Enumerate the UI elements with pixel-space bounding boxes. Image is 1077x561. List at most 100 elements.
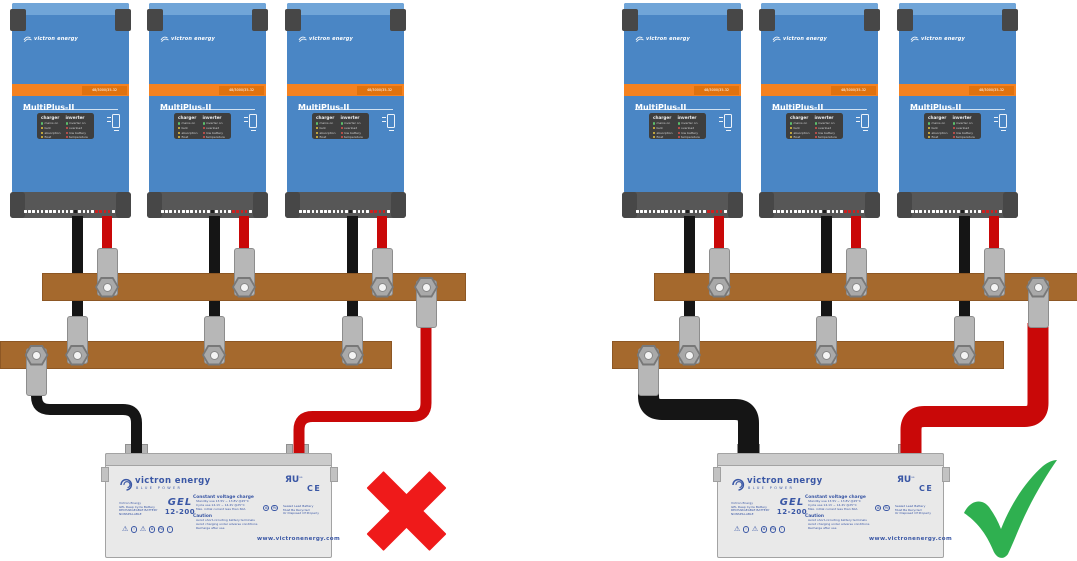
battery-model: 12-200 <box>164 508 196 516</box>
mount-bracket <box>391 192 406 218</box>
terminal-dot <box>648 210 652 213</box>
terminal-dot <box>978 210 981 213</box>
recycle-circle: ♻ <box>263 505 270 512</box>
lug-nut-hole <box>851 282 861 292</box>
charge-title: Constant voltage charge <box>193 495 254 500</box>
dc-cable-positive <box>851 216 861 252</box>
victron-wing-icon <box>23 36 32 43</box>
mount-bracket <box>252 9 268 31</box>
terminal-dot <box>640 210 643 213</box>
led-label: mains on <box>319 121 334 126</box>
led-label: bulk <box>793 126 800 131</box>
inverter-bottom-cap <box>897 192 1018 218</box>
battery-info-line: GEL Deep Cycle Battery <box>731 504 767 509</box>
led-label: overload <box>681 126 695 131</box>
terminal-dot <box>636 210 639 213</box>
terminal-dot <box>698 210 702 213</box>
terminal-diagram-box <box>724 114 732 128</box>
led-label: inverter on <box>818 121 835 126</box>
led-indicator <box>178 126 181 130</box>
terminal-dot <box>366 210 369 213</box>
model-label: MultiPlus-II <box>772 95 872 112</box>
terminal-dot <box>986 210 989 213</box>
terminal-diagram-tick <box>994 117 998 118</box>
victron-wing-icon <box>298 36 307 43</box>
front-divider <box>160 109 255 110</box>
caution-title: Caution <box>805 514 825 519</box>
terminal-diagram-tick <box>382 121 386 122</box>
terminal-dot <box>44 210 48 213</box>
mount-bracket <box>1002 9 1018 31</box>
terminal-diagram-tick <box>250 130 256 131</box>
led-label: mains on <box>656 121 671 126</box>
battery-info-line: Victron Energy <box>119 501 142 505</box>
inverter-top-strip <box>624 3 741 15</box>
model-label: MultiPlus-II <box>635 95 735 112</box>
led-row: overload <box>677 126 700 131</box>
terminal-dot <box>931 210 935 213</box>
inverter-bottom-cap <box>622 192 743 218</box>
led-row: absorption <box>653 130 673 135</box>
terminal-dot <box>711 210 714 213</box>
model-stripe-badge: 48/3000/35-32 <box>357 85 402 95</box>
led-indicator <box>814 122 817 125</box>
led-label: temperature <box>681 135 700 140</box>
model-spec-label: 48/3000/35-32 <box>91 88 118 92</box>
lug-nut-hole <box>714 282 724 292</box>
battery-lid <box>105 453 332 466</box>
led-indicator <box>202 126 205 130</box>
model-spec-label: 48/3000/35-32 <box>703 88 730 92</box>
led-label: float <box>319 135 327 140</box>
terminal-dot <box>852 210 856 213</box>
battery-recycle-icons: ♻Pb <box>263 505 281 513</box>
led-column-header: charger <box>928 115 947 121</box>
terminal-dot <box>810 210 814 213</box>
led-row: low battery <box>952 130 975 135</box>
led-label: float <box>656 135 664 140</box>
led-row: overload <box>814 126 837 131</box>
led-column-header: inverter <box>814 115 834 121</box>
terminal-dot <box>831 210 835 213</box>
led-indicator <box>814 126 817 130</box>
terminal-dot <box>957 210 960 213</box>
led-row: inverter on <box>814 121 837 126</box>
model-label: MultiPlus-II <box>23 95 123 112</box>
model-label: MultiPlus-II <box>298 95 398 112</box>
terminal-dot <box>244 210 248 213</box>
led-label: inverter on <box>681 121 698 126</box>
led-row: inverter on <box>340 121 363 126</box>
led-label: low battery <box>818 130 836 135</box>
led-indicator <box>790 122 793 125</box>
led-indicator <box>65 122 68 125</box>
charge-line: Standby use 13.5V ~ 13.8V @25°C <box>196 499 249 504</box>
led-label: mains on <box>44 121 59 126</box>
battery-brand: victron energy <box>135 476 211 486</box>
led-label: absorption <box>319 130 336 135</box>
terminal-diagram-tick <box>725 130 731 131</box>
terminal-dot <box>723 210 727 213</box>
dc-cable-positive <box>989 216 999 252</box>
led-indicator <box>41 122 44 125</box>
terminal-dot <box>703 210 706 213</box>
caution-line: Recharge after use <box>808 525 837 530</box>
terminal-dot <box>61 210 65 213</box>
terminal-dot <box>340 210 344 213</box>
terminal-dot <box>686 210 689 213</box>
inverter-body <box>149 3 266 193</box>
terminal-dot <box>28 210 31 213</box>
terminal-dot <box>319 210 323 213</box>
led-label: mains on <box>931 121 946 126</box>
ul-mark-sub: us <box>911 475 915 479</box>
terminal-dot <box>353 210 357 213</box>
led-label: low battery <box>206 130 224 135</box>
terminal-dot <box>781 210 784 213</box>
led-row: mains on <box>928 121 948 126</box>
terminal-dot <box>961 210 964 213</box>
